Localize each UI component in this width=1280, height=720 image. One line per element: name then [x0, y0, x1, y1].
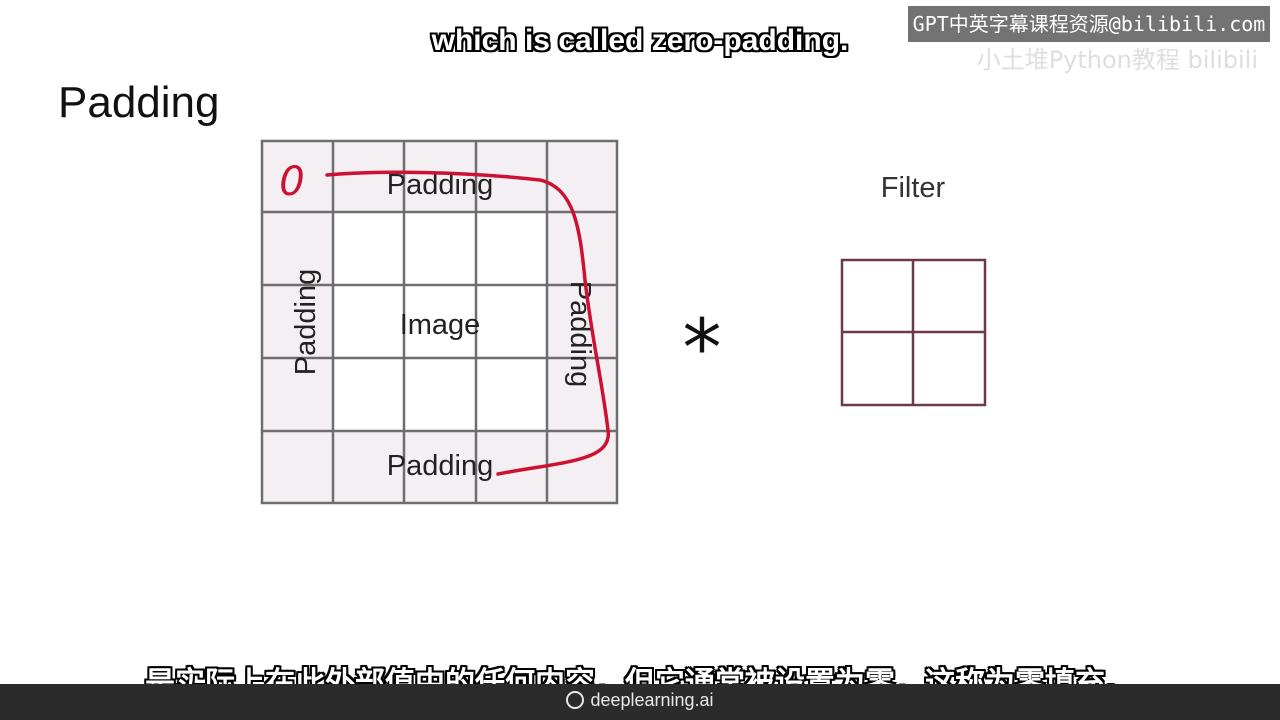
- footer-brand: deeplearning.ai: [0, 690, 1280, 711]
- deeplearning-logo-icon: [566, 691, 585, 709]
- filter-label: Filter: [881, 172, 946, 204]
- padding-cells: [262, 141, 617, 503]
- image-label: Image: [400, 309, 481, 341]
- padding-top-row: [262, 141, 617, 212]
- convolution-operator: *: [683, 304, 722, 394]
- footer-brand-text: deeplearning.ai: [590, 690, 714, 710]
- handwritten-zero-annotation: 0: [279, 159, 304, 205]
- watermark-ghost-text: 小土堆Python教程 bilibili: [976, 46, 1258, 74]
- filter-grid: [840, 258, 987, 407]
- slide-title: Padding: [58, 78, 220, 127]
- padding-left-col: [262, 212, 333, 431]
- padding-label-left: Padding: [290, 269, 322, 375]
- grid-lines: [260, 139, 619, 505]
- english-subtitle: which is called zero-padding.: [431, 24, 849, 57]
- handwritten-padding-outline: [325, 170, 610, 476]
- padding-label-bottom: Padding: [387, 450, 493, 482]
- padding-bottom-row: [262, 431, 617, 503]
- footer-bar: [0, 684, 1280, 720]
- padding-label-right: Padding: [564, 281, 596, 387]
- image-area: [333, 212, 547, 431]
- watermark-badge: GPT中英字幕课程资源@bilibili.com: [908, 6, 1270, 42]
